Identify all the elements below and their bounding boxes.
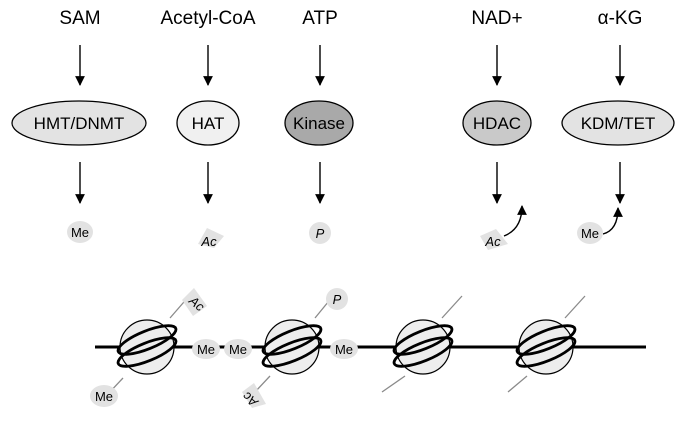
enzyme-kinase-shape (284, 100, 354, 146)
tail-n3-lower (381, 375, 406, 393)
tail-n3-upper (441, 295, 463, 319)
linker-me-2: Me (229, 342, 247, 357)
linker-me-1-bg (192, 339, 220, 359)
linker-me-3: Me (335, 342, 353, 357)
linker-me-1: Me (197, 342, 215, 357)
mark-me-removed-bg (577, 222, 603, 244)
mark-row: Me Ac P Ac Me (67, 221, 603, 250)
enzyme-kdm-tet: KDM/TET (561, 100, 675, 146)
tail-p-1-bg (326, 288, 348, 310)
enzyme-hdac-shape (462, 100, 532, 146)
nucleosome (261, 319, 323, 375)
tail-me-1-bg (90, 385, 118, 407)
mark-me-bg (67, 221, 93, 243)
mark-p-bg (309, 222, 331, 244)
chromatin-marks: Me Me Me Ac Me P Ac (90, 288, 358, 411)
nucleosome (515, 319, 577, 375)
enzyme-hat: HAT (176, 100, 240, 146)
enzyme-hdac: HDAC (462, 100, 532, 146)
enzyme-hat-shape (176, 100, 240, 146)
mark-ac-removed-label: Ac (484, 234, 501, 249)
mark-ac-removed-bg (480, 229, 508, 250)
linker-me-2-bg (224, 339, 252, 359)
metabolite-nad: NAD+ (471, 8, 522, 29)
tail-ac-1-bg (182, 288, 207, 316)
enzyme-kdm-tet-shape (561, 100, 675, 146)
enzyme-hdac-label: HDAC (473, 114, 521, 133)
enzyme-kinase-label: Kinase (293, 114, 345, 133)
mark-ac-label: Ac (200, 234, 217, 249)
enzyme-hmt-dnmt-label: HMT/DNMT (34, 114, 125, 133)
arrow-me-removal (602, 207, 623, 235)
metabolite-sam: SAM (59, 8, 100, 29)
tail-n4-upper (564, 295, 586, 319)
tail-n4-lower (507, 375, 528, 393)
mark-ac-bg (198, 228, 224, 248)
tail-me-1: Me (95, 389, 113, 404)
chromatin: Me Me Me Ac Me P Ac (90, 288, 646, 411)
tail-ac-2-bg (242, 383, 266, 408)
mark-me-removed-label: Me (581, 226, 599, 241)
metabolite-akg: α-KG (598, 8, 643, 29)
dna-wrap (261, 324, 323, 368)
metabolite-arrows (75, 45, 625, 86)
enzyme-hmt-dnmt-shape (11, 100, 147, 146)
enzyme-arrows (75, 162, 625, 237)
arrow-ac-removal (503, 205, 527, 237)
nucleosome (116, 319, 178, 375)
dna-wrap (515, 324, 577, 368)
dna-wrap (392, 324, 454, 368)
linker-me-3-bg (330, 339, 358, 359)
mark-p-label: P (316, 226, 325, 241)
enzyme-hmt-dnmt: HMT/DNMT (11, 100, 147, 146)
nucleosome (392, 319, 454, 375)
enzyme-hat-label: HAT (192, 114, 225, 133)
dna-wrap (116, 324, 178, 368)
metabolite-acetyl-coa: Acetyl-CoA (160, 8, 255, 29)
metabolite-atp: ATP (302, 8, 338, 29)
mark-me-label: Me (71, 225, 89, 240)
enzyme-kdm-tet-label: KDM/TET (581, 114, 656, 133)
enzyme-kinase: Kinase (284, 100, 354, 146)
tail-p-1: P (333, 292, 342, 307)
